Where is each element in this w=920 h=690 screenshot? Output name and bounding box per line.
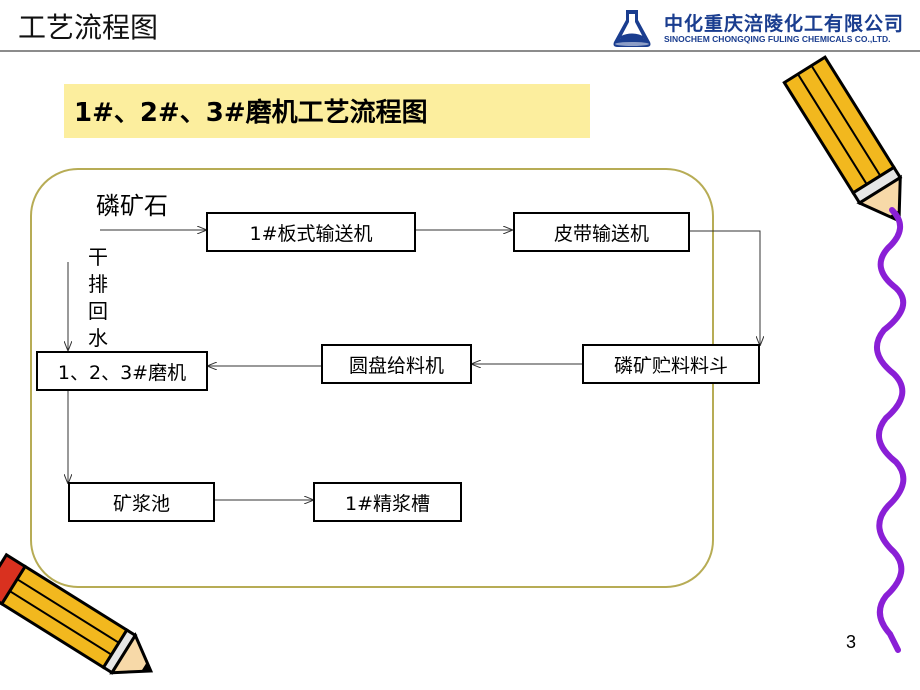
node-disc-feeder: 圆盘给料机 [321, 344, 472, 384]
arrow-belt-to-hopper [690, 230, 760, 345]
page-number: 3 [846, 632, 857, 652]
node-mills: 1、2、3#磨机 [36, 351, 208, 391]
node-fine-slurry-tank: 1#精浆槽 [313, 482, 462, 522]
water-label-char: 回 [88, 299, 108, 323]
source-label: 磷矿石 [96, 192, 168, 220]
header-divider [0, 50, 920, 52]
subtitle: 1#、2#、3#磨机工艺流程图 [74, 98, 428, 128]
water-label: 干 排 回 水 [86, 244, 110, 352]
node-belt-conveyor: 皮带输送机 [513, 212, 690, 252]
node-hopper: 磷矿贮料料斗 [582, 344, 760, 384]
water-label-char: 水 [88, 326, 108, 350]
node-slurry-tank: 矿浆池 [68, 482, 215, 522]
water-label-char: 干 [88, 245, 108, 269]
logo-text-en: SINOCHEM CHONGQING FULING CHEMICALS CO.,… [664, 34, 891, 44]
subtitle-banner: 1#、2#、3#磨机工艺流程图 [64, 84, 590, 138]
node-plate-conveyor: 1#板式输送机 [206, 212, 416, 252]
water-label-char: 排 [88, 272, 108, 296]
company-logo: 中化重庆涪陵化工有限公司 SINOCHEM CHONGQING FULING C… [604, 6, 914, 50]
flask-logo-icon [613, 10, 651, 47]
page-title: 工艺流程图 [18, 11, 159, 44]
logo-text-cn: 中化重庆涪陵化工有限公司 [664, 13, 905, 35]
